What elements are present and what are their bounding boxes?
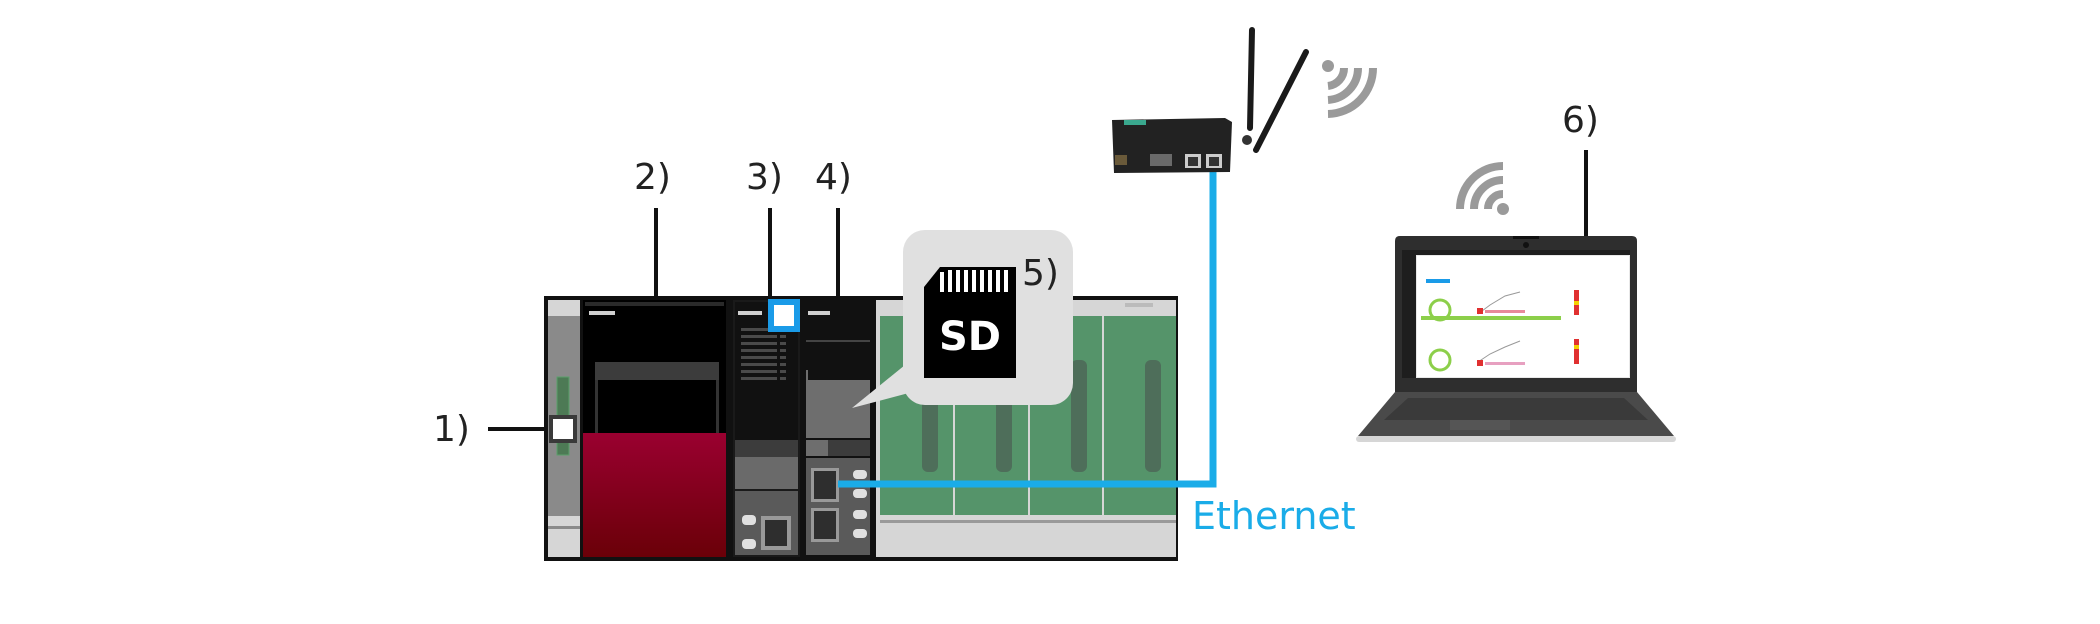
- label-item-4: 4): [815, 157, 852, 198]
- plc-rack: [544, 296, 1178, 561]
- label-item-3: 3): [746, 157, 783, 198]
- sd-card-text: SD: [939, 314, 1001, 360]
- base-unit-icon: [548, 300, 580, 557]
- laptop-screen-dashboard: [1402, 250, 1630, 378]
- ethernet-label: Ethernet: [1192, 494, 1356, 538]
- power-module-icon: [583, 300, 726, 557]
- sd-card-icon: SD: [924, 267, 1016, 378]
- wifi-icon-laptop: [1456, 162, 1509, 215]
- wifi-icon-access-point: [1322, 60, 1377, 118]
- laptop-icon: [1356, 236, 1676, 442]
- label-item-1: 1): [433, 409, 470, 450]
- label-item-6: 6): [1562, 100, 1599, 141]
- cpu-module-icon: [733, 299, 800, 557]
- logger-module-icon: [804, 300, 872, 557]
- label-item-2: 2): [634, 157, 671, 198]
- ethernet-cable: [838, 160, 1217, 488]
- access-point-icon: [1112, 27, 1309, 173]
- leader-lines: [488, 150, 1588, 431]
- label-item-5: 5): [1022, 253, 1059, 294]
